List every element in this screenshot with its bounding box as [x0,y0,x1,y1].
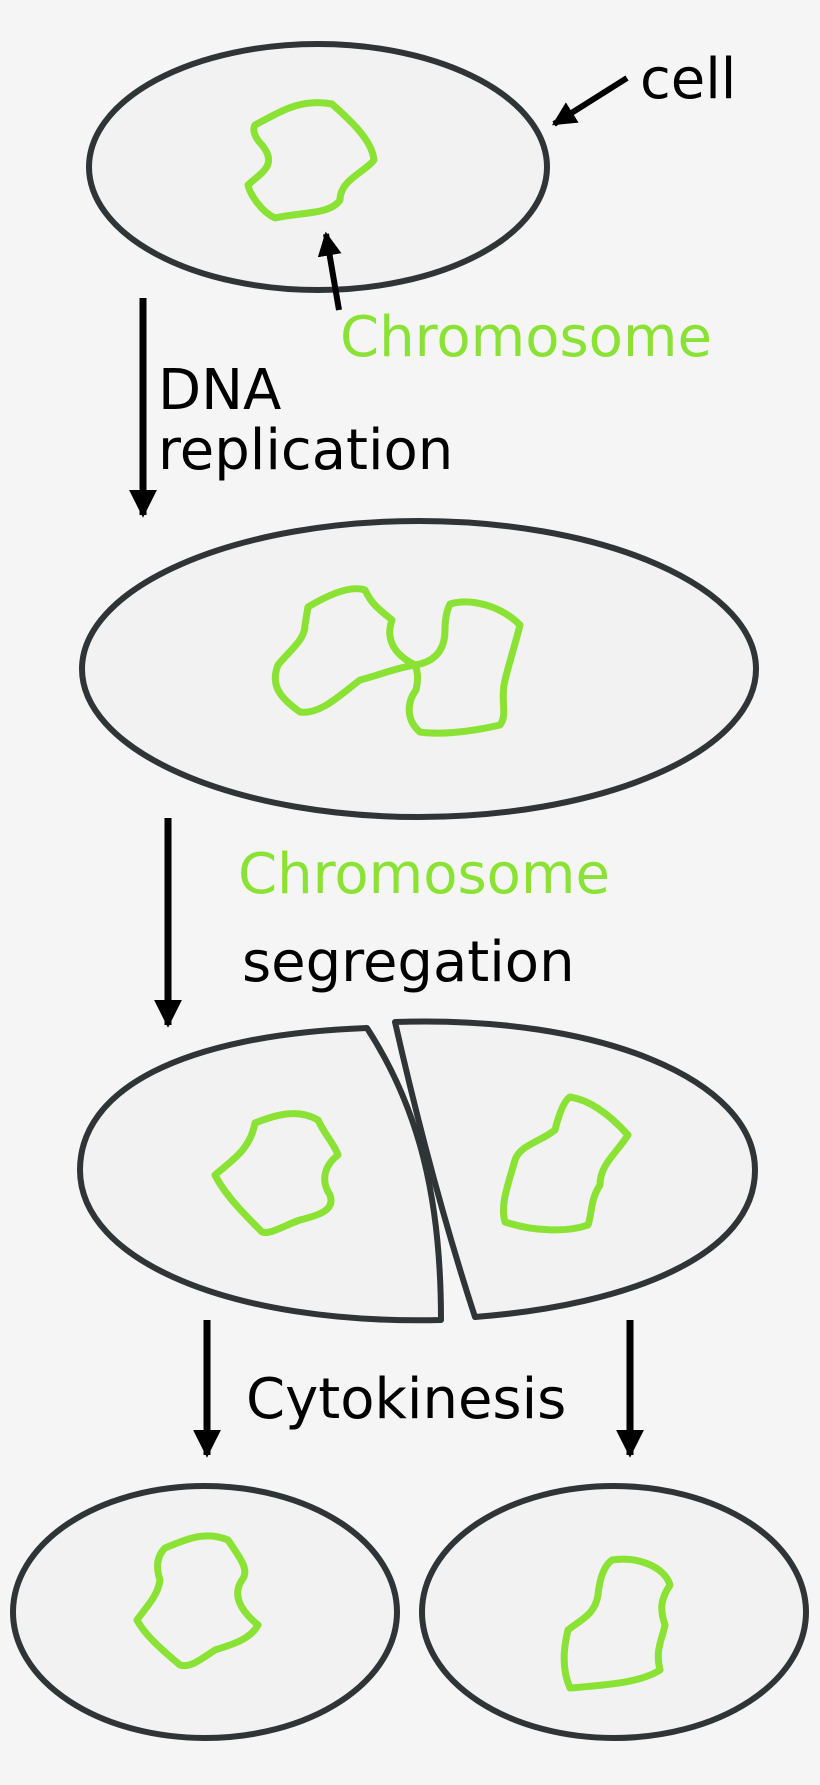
cell-initial [86,41,550,293]
chromosome-label-top: Chromosome [340,305,712,370]
daughter-cell-right [419,1483,809,1741]
daughter-cell-left [10,1483,400,1741]
chromosome-replicated-left [271,585,419,716]
segregation-label: segregation [242,930,575,995]
chromosome-pointer-arrow [317,231,342,311]
chromosome-initial [244,99,378,222]
cell-pointer-arrow [551,75,629,127]
cell-label: cell [640,47,736,112]
chromosome-replicated-right [405,598,524,737]
chromosome-dividing-left [211,1110,342,1237]
chromosome-label-mid: Chromosome [238,842,610,907]
cytokinesis-label: Cytokinesis [246,1367,566,1432]
chromosome-dividing-right [499,1093,632,1234]
replication-label: replication [158,418,453,483]
dividing-cell-right [392,1018,758,1320]
dna-label: DNA [158,358,281,423]
chromosome-daughter-right [560,1555,674,1692]
chromosome-daughter-left [133,1532,262,1670]
dividing-cell-left [77,1025,444,1324]
